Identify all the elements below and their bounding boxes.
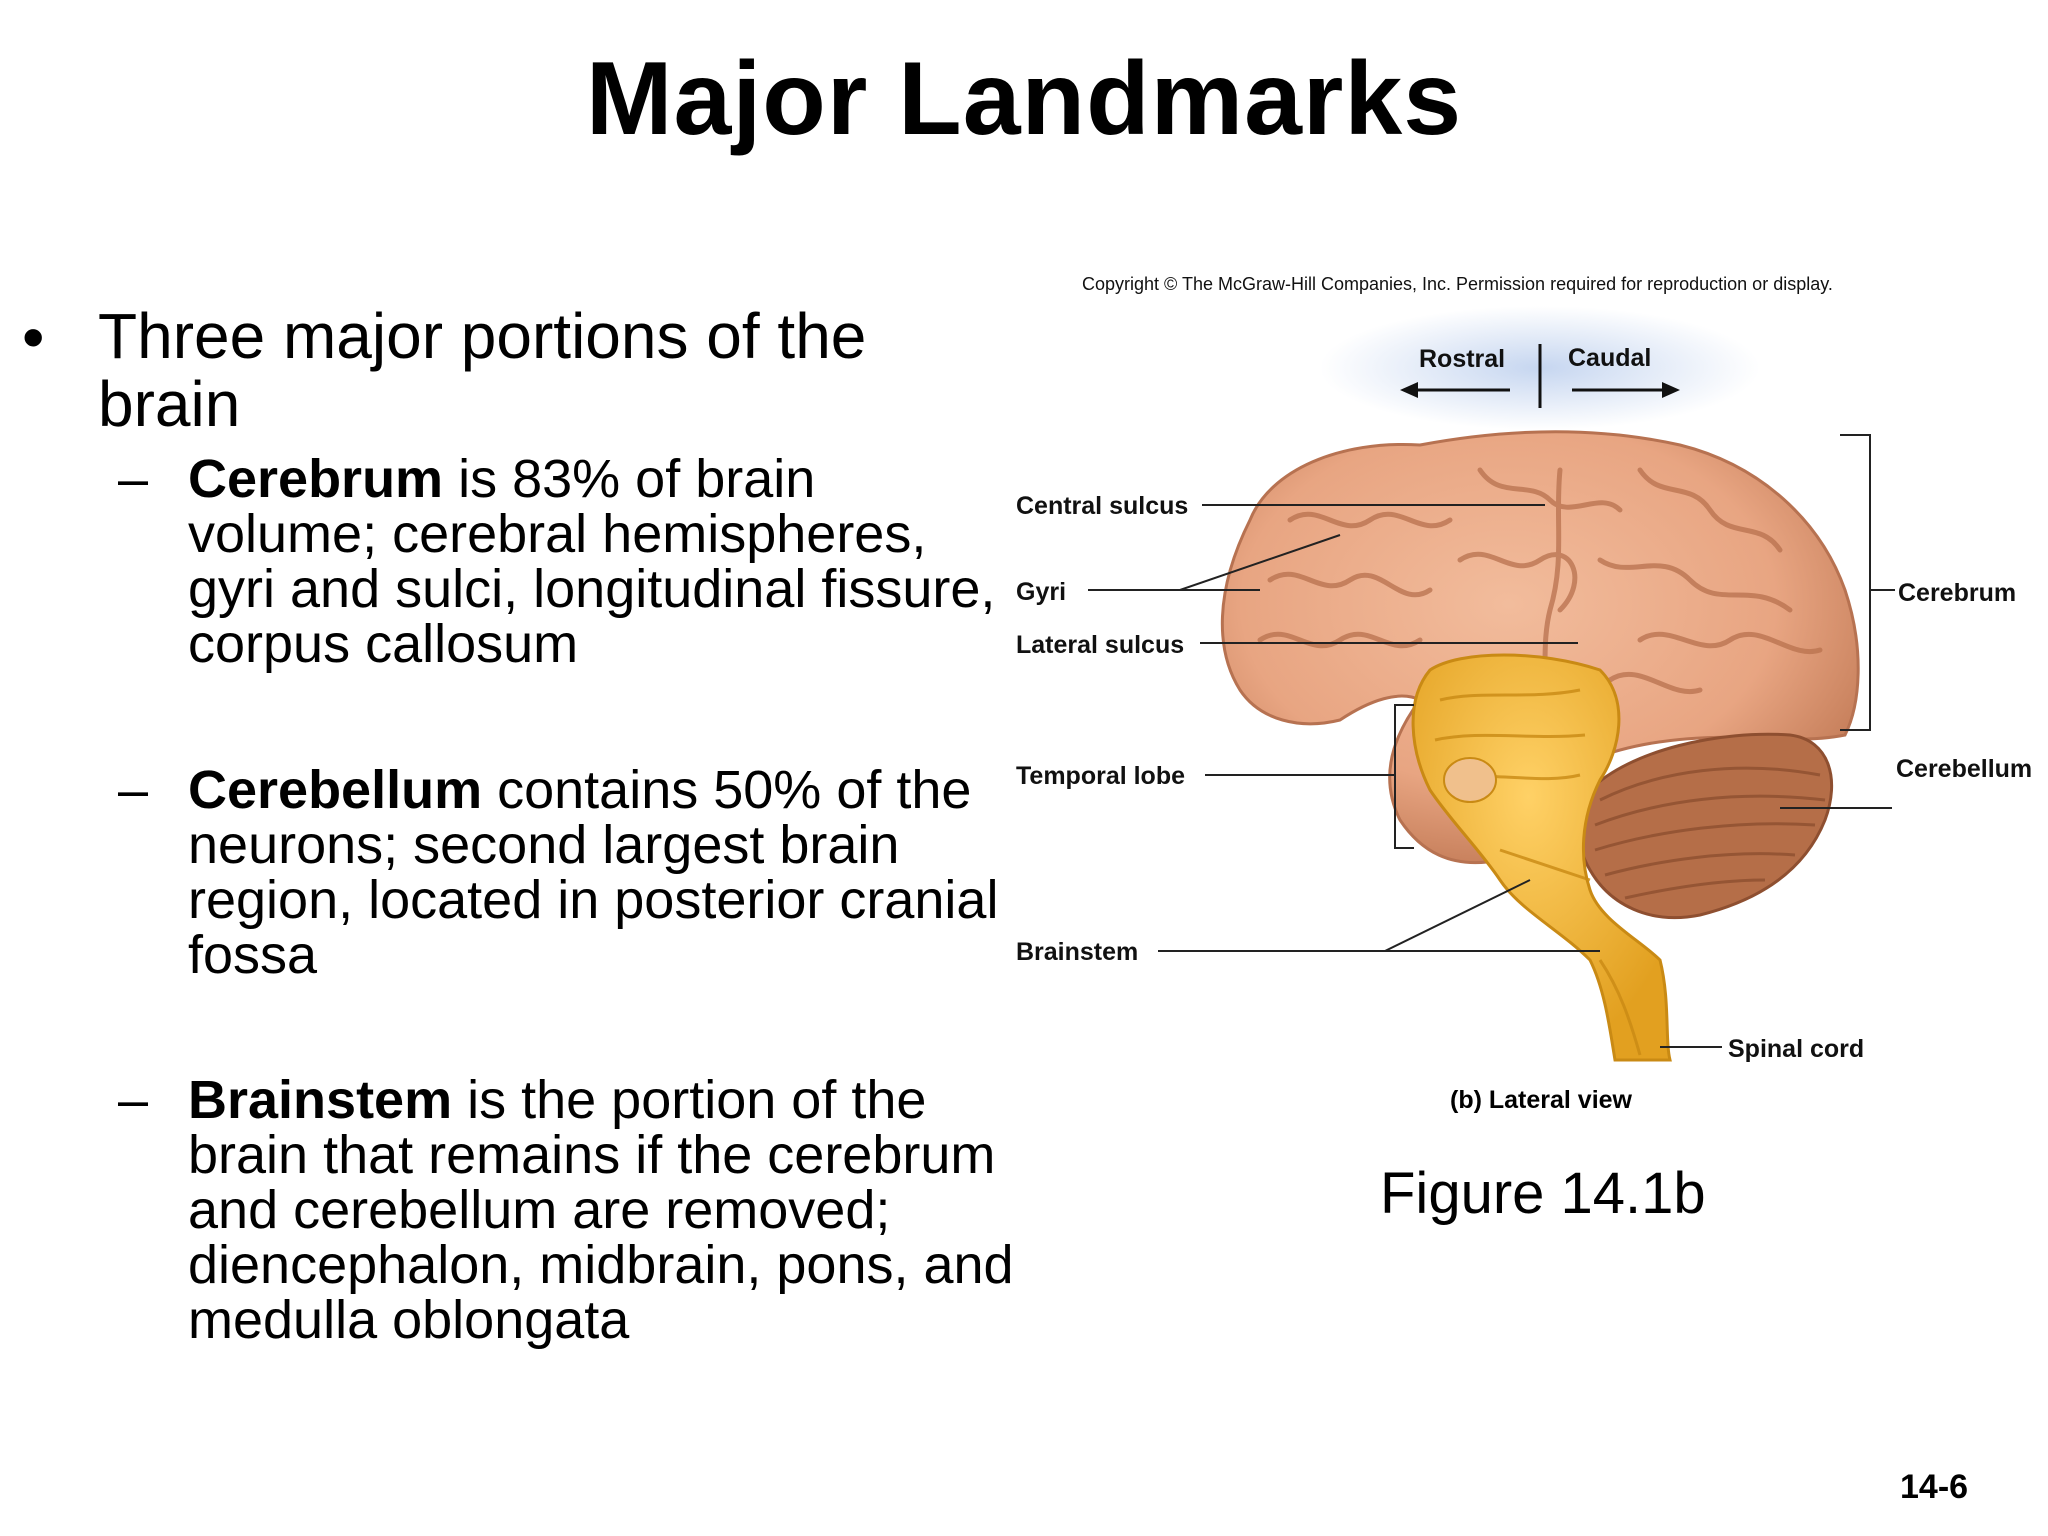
cerebrum-bullet: Cerebrum is 83% of brain volume; cerebra… (188, 452, 1018, 672)
dash-marker: – (118, 449, 149, 509)
cerebrum-bracket (1840, 434, 1871, 731)
rostral-arrowhead (1400, 382, 1418, 398)
caudal-arrowhead (1662, 382, 1680, 398)
temporal-lobe-label: Temporal lobe (1016, 762, 1186, 790)
brainstem-label: Brainstem (1016, 938, 1139, 966)
brainstem-shape (1411, 653, 1672, 1062)
cerebrum-shape (1220, 430, 1860, 865)
brainstem-leader (1158, 879, 1531, 952)
brainstem-term: Brainstem (188, 1070, 453, 1130)
cerebellum-shape (1577, 732, 1833, 920)
page-number: 14-6 (1900, 1468, 1969, 1506)
view-caption: (b) Lateral view (1450, 1086, 1632, 1114)
brainstem-description: is the portion of the brain that remains… (188, 1070, 1014, 1350)
rostral-label: Rostral (1419, 345, 1506, 373)
brainstem-bullet: Brainstem is the portion of the brain th… (188, 1073, 1018, 1348)
bullet-marker: • (22, 301, 45, 373)
cerebrum-label: Cerebrum (1898, 579, 2017, 607)
cerebellum-term: Cerebellum (188, 760, 483, 820)
main-bullet-text: Three major portions of the brain (98, 300, 867, 440)
slide-title: Major Landmarks (585, 41, 1463, 157)
cerebellum-label: Cerebellum (1896, 755, 2033, 783)
temporal-lobe-bracket (1394, 704, 1414, 849)
caudal-label: Caudal (1568, 344, 1652, 372)
figure-number: Figure 14.1b (1380, 1161, 1706, 1226)
cerebellum-bullet: Cerebellum contains 50% of the neurons; … (188, 763, 1018, 983)
cerebrum-term: Cerebrum (188, 449, 444, 509)
cerebellum-description: contains 50% of the neurons; second larg… (188, 760, 999, 985)
dash-marker: – (118, 1070, 149, 1130)
cerebellum-folia (1594, 766, 1826, 900)
brainstem-nucleus (1443, 757, 1497, 803)
copyright-notice: Copyright © The McGraw-Hill Companies, I… (1082, 274, 1833, 294)
cerebrum-description: is 83% of brain volume; cerebral hemisph… (188, 449, 996, 674)
spinal-cord-label: Spinal cord (1728, 1035, 1865, 1063)
dash-marker: – (118, 760, 149, 820)
gyri-label: Gyri (1016, 578, 1067, 606)
lateral-sulcus-label: Lateral sulcus (1016, 631, 1185, 659)
central-sulcus-label: Central sulcus (1016, 492, 1189, 520)
